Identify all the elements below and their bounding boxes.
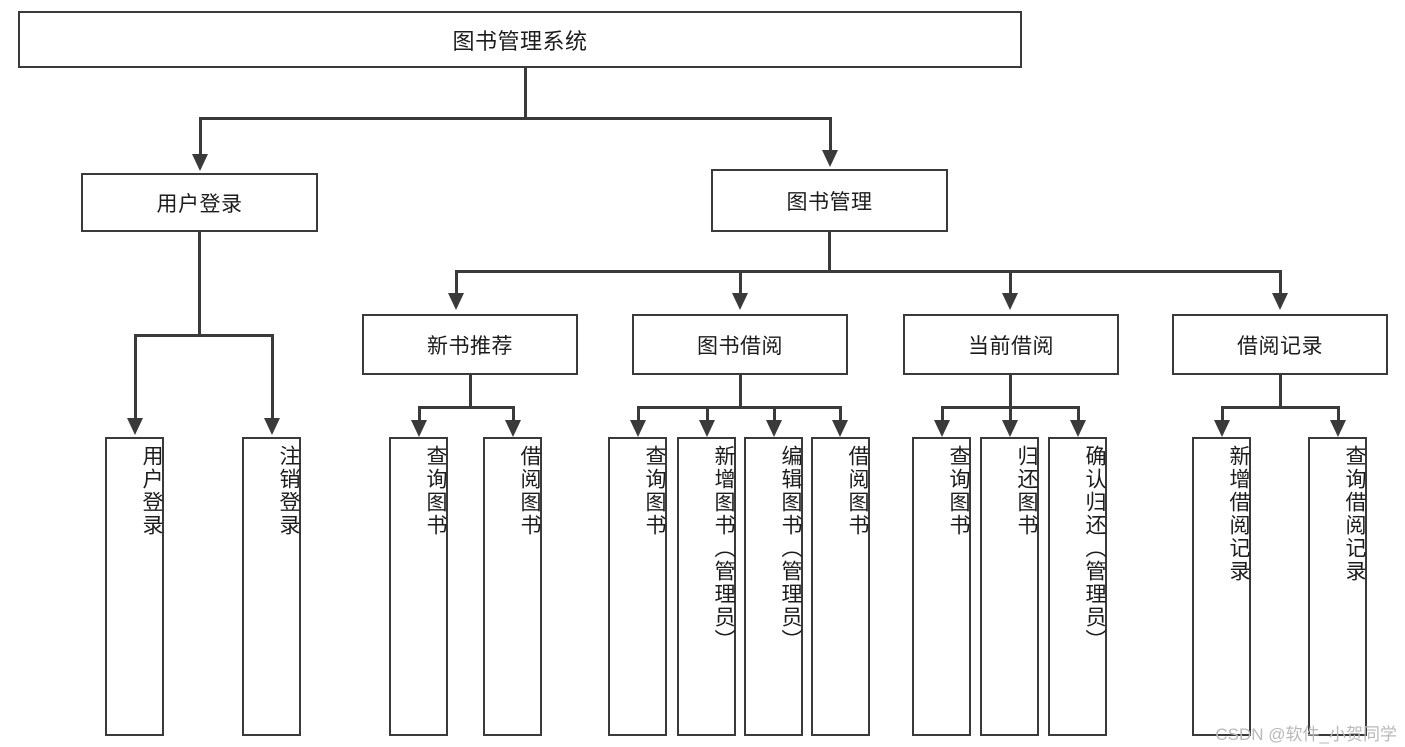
connector-user-login-drop-2	[271, 334, 274, 420]
leaf-label: 查询借阅记录	[1343, 445, 1366, 583]
connector-borrow-record-stem	[1279, 375, 1282, 408]
arrowhead-new-book-1	[411, 420, 427, 437]
leaf-book-borrow-add-book-admin[interactable]: 新增图书（管理员）	[677, 437, 736, 736]
leaf-book-borrow-edit-book-admin[interactable]: 编辑图书（管理员）	[744, 437, 803, 736]
connector-new-book-drop-1	[418, 406, 421, 422]
connector-book-borrow-bar	[637, 406, 841, 409]
leaf-label: 新增借阅记录	[1227, 445, 1250, 583]
leaf-label: 注销登录	[277, 445, 300, 537]
connector-book-borrow-drop-1	[637, 406, 640, 422]
leaf-label: 确认归还（管理员）	[1083, 445, 1106, 652]
arrowhead-current-borrow-1	[934, 420, 950, 437]
connector-user-login-drop-1	[134, 334, 137, 420]
node-new-book-recommend[interactable]: 新书推荐	[362, 314, 578, 375]
node-book-management[interactable]: 图书管理	[711, 169, 948, 232]
arrowhead-book-borrow-4	[832, 420, 848, 437]
leaf-current-borrow-return-books[interactable]: 归还图书	[980, 437, 1039, 736]
connector-current-borrow-drop-1	[941, 406, 944, 422]
connector-book-borrow-drop-2	[706, 406, 709, 422]
arrowhead-level2-3	[1002, 293, 1018, 310]
arrowhead-current-borrow-2	[1002, 420, 1018, 437]
leaf-label: 编辑图书（管理员）	[779, 445, 802, 652]
connector-book-borrow-drop-4	[839, 406, 842, 422]
node-label: 图书管理	[786, 190, 873, 214]
node-label: 图书管理系统	[452, 28, 588, 54]
leaf-label: 借阅图书	[518, 445, 541, 537]
leaf-label: 借阅图书	[846, 445, 869, 537]
leaf-label: 查询图书	[643, 445, 666, 537]
arrowhead-user-login-1	[127, 418, 143, 435]
arrowhead-level1-left	[192, 154, 208, 171]
connector-current-borrow-stem	[1009, 375, 1012, 408]
connector-new-book-stem	[469, 375, 472, 408]
connector-level2-bar	[455, 270, 1281, 273]
leaf-user-login-login[interactable]: 用户登录	[105, 437, 164, 736]
connector-level2-drop-4	[1279, 270, 1282, 295]
leaf-borrow-record-add-record[interactable]: 新增借阅记录	[1192, 437, 1251, 736]
leaf-new-book-borrow-books[interactable]: 借阅图书	[483, 437, 542, 736]
connector-borrow-record-drop-2	[1337, 406, 1340, 422]
connector-level2-drop-2	[739, 270, 742, 295]
arrowhead-current-borrow-3	[1070, 420, 1086, 437]
connector-user-login-stem	[198, 232, 201, 336]
connector-root-stem	[524, 68, 527, 117]
arrowhead-level2-1	[448, 293, 464, 310]
leaf-label: 查询图书	[424, 445, 447, 537]
node-label: 借阅记录	[1237, 334, 1323, 358]
connector-level1-drop-right	[829, 117, 832, 152]
arrowhead-borrow-record-2	[1330, 420, 1346, 437]
leaf-book-borrow-query-books[interactable]: 查询图书	[608, 437, 667, 736]
node-label: 当前借阅	[968, 334, 1054, 358]
connector-borrow-record-drop-1	[1221, 406, 1224, 422]
connector-current-borrow-drop-2	[1009, 406, 1012, 422]
leaf-borrow-record-query-record[interactable]: 查询借阅记录	[1308, 437, 1367, 736]
node-label: 新书推荐	[427, 334, 513, 358]
node-borrow-record[interactable]: 借阅记录	[1172, 314, 1388, 375]
arrowhead-user-login-2	[264, 418, 280, 435]
arrowhead-book-borrow-2	[699, 420, 715, 437]
node-label: 图书借阅	[697, 334, 783, 358]
node-book-borrow[interactable]: 图书借阅	[632, 314, 848, 375]
arrowhead-level2-2	[732, 293, 748, 310]
node-root-book-management-system[interactable]: 图书管理系统	[18, 11, 1022, 68]
connector-level1-drop-left	[199, 117, 202, 156]
arrowhead-book-borrow-3	[766, 420, 782, 437]
arrowhead-borrow-record-1	[1214, 420, 1230, 437]
leaf-label: 查询图书	[947, 445, 970, 537]
connector-level1-bar	[199, 117, 831, 120]
arrowhead-new-book-2	[505, 420, 521, 437]
leaf-label: 新增图书（管理员）	[712, 445, 735, 652]
arrowhead-level2-4	[1272, 293, 1288, 310]
connector-level2-drop-1	[455, 270, 458, 295]
connector-level2-drop-3	[1009, 270, 1012, 295]
connector-new-book-bar	[418, 406, 514, 409]
connector-user-login-bar	[134, 334, 274, 337]
leaf-current-borrow-confirm-return-admin[interactable]: 确认归还（管理员）	[1048, 437, 1107, 736]
leaf-book-borrow-borrow-books[interactable]: 借阅图书	[811, 437, 870, 736]
leaf-new-book-query-books[interactable]: 查询图书	[389, 437, 448, 736]
leaf-current-borrow-query-books[interactable]: 查询图书	[912, 437, 971, 736]
connector-new-book-drop-2	[512, 406, 515, 422]
leaf-label: 归还图书	[1015, 445, 1038, 537]
node-label: 用户登录	[156, 192, 243, 216]
leaf-user-login-logout[interactable]: 注销登录	[242, 437, 301, 736]
arrowhead-level1-right	[822, 150, 838, 167]
leaf-label: 用户登录	[140, 445, 163, 537]
connector-book-borrow-stem	[739, 375, 742, 408]
connector-current-borrow-drop-3	[1077, 406, 1080, 422]
arrowhead-book-borrow-1	[630, 420, 646, 437]
node-user-login[interactable]: 用户登录	[81, 173, 318, 232]
node-current-borrow[interactable]: 当前借阅	[903, 314, 1119, 375]
connector-book-management-stem	[828, 232, 831, 272]
connector-borrow-record-bar	[1221, 406, 1339, 409]
connector-book-borrow-drop-3	[773, 406, 776, 422]
